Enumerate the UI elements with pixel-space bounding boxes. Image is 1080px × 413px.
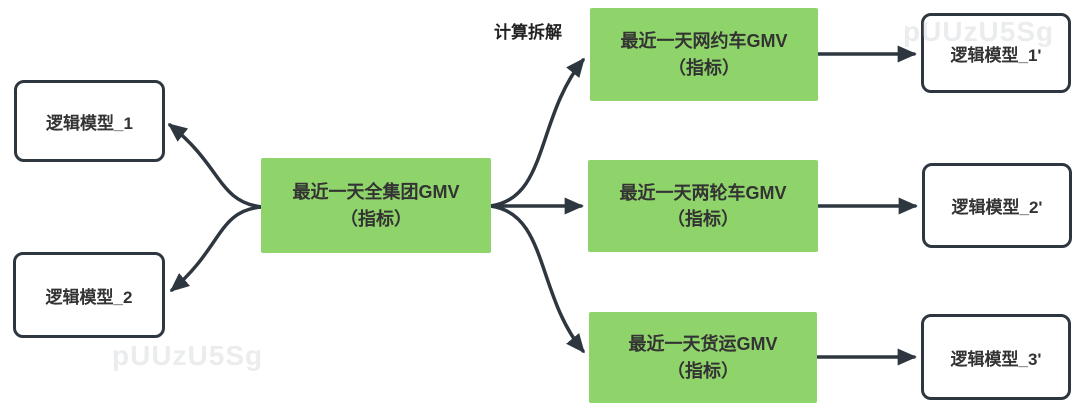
- node-label: 逻辑模型_1': [950, 45, 1042, 65]
- node-label-line1: 最近一天网约车GMV: [620, 31, 788, 52]
- node-label-line1: 最近一天两轮车GMV: [619, 182, 787, 203]
- edge-group-to-logic-model-2: [169, 205, 264, 292]
- node-freight-gmv: 最近一天货运GMV （指标）: [589, 312, 817, 403]
- node-label: 逻辑模型_2': [951, 198, 1043, 217]
- node-logic-model-2p: 逻辑模型_2': [922, 163, 1072, 248]
- node-logic-model-1: 逻辑模型_1: [14, 80, 165, 162]
- edge-group-to-logic-model-1: [167, 123, 264, 209]
- node-label-line2: （指标）: [340, 208, 412, 229]
- node-logic-model-3p: 逻辑模型_3': [921, 314, 1071, 400]
- node-label-line2: （指标）: [667, 360, 739, 381]
- node-label-line2: （指标）: [668, 57, 740, 78]
- node-group-gmv: 最近一天全集团GMV （指标）: [261, 158, 491, 253]
- node-two-wheeler-gmv: 最近一天两轮车GMV （指标）: [588, 160, 818, 252]
- node-label-line2: （指标）: [667, 209, 739, 229]
- node-label-line1: 最近一天全集团GMV: [292, 182, 460, 203]
- node-label: 逻辑模型_1: [46, 113, 133, 133]
- node-label-line1: 最近一天货运GMV: [628, 334, 778, 355]
- edge-label-decomposition: 计算拆解: [494, 23, 562, 42]
- node-label: 逻辑模型_3': [950, 349, 1042, 369]
- edge-group-to-freight: [488, 204, 585, 354]
- node-ride-hailing-gmv: 最近一天网约车GMV （指标）: [590, 8, 818, 101]
- node-label: 逻辑模型_2: [45, 287, 133, 307]
- edge-group-to-ride-hailing: [488, 57, 585, 208]
- node-logic-model-1p: 逻辑模型_1': [921, 13, 1071, 93]
- node-logic-model-2: 逻辑模型_2: [13, 252, 165, 338]
